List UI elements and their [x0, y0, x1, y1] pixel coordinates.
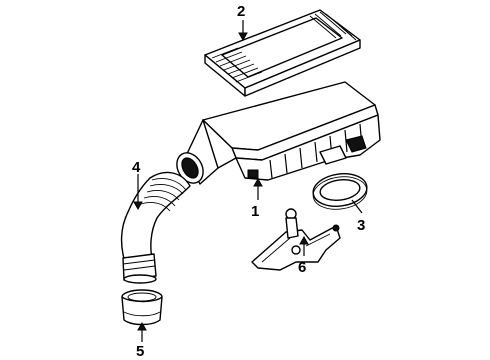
leader-lines	[133, 20, 363, 342]
mounting-bracket	[251, 208, 341, 271]
callout-2: 2	[237, 3, 245, 20]
callout-6: 6	[298, 259, 306, 276]
coupler-ring	[121, 289, 163, 326]
callout-3: 3	[357, 217, 365, 234]
leader-3	[351, 199, 363, 214]
seal-ring	[312, 173, 368, 210]
air-filter-element	[204, 9, 361, 97]
callout-4: 4	[132, 159, 141, 176]
callout-5: 5	[136, 343, 144, 360]
callout-1: 1	[251, 203, 259, 220]
air-cleaner-housing	[176, 81, 381, 185]
intake-duct-hose	[120, 171, 191, 284]
